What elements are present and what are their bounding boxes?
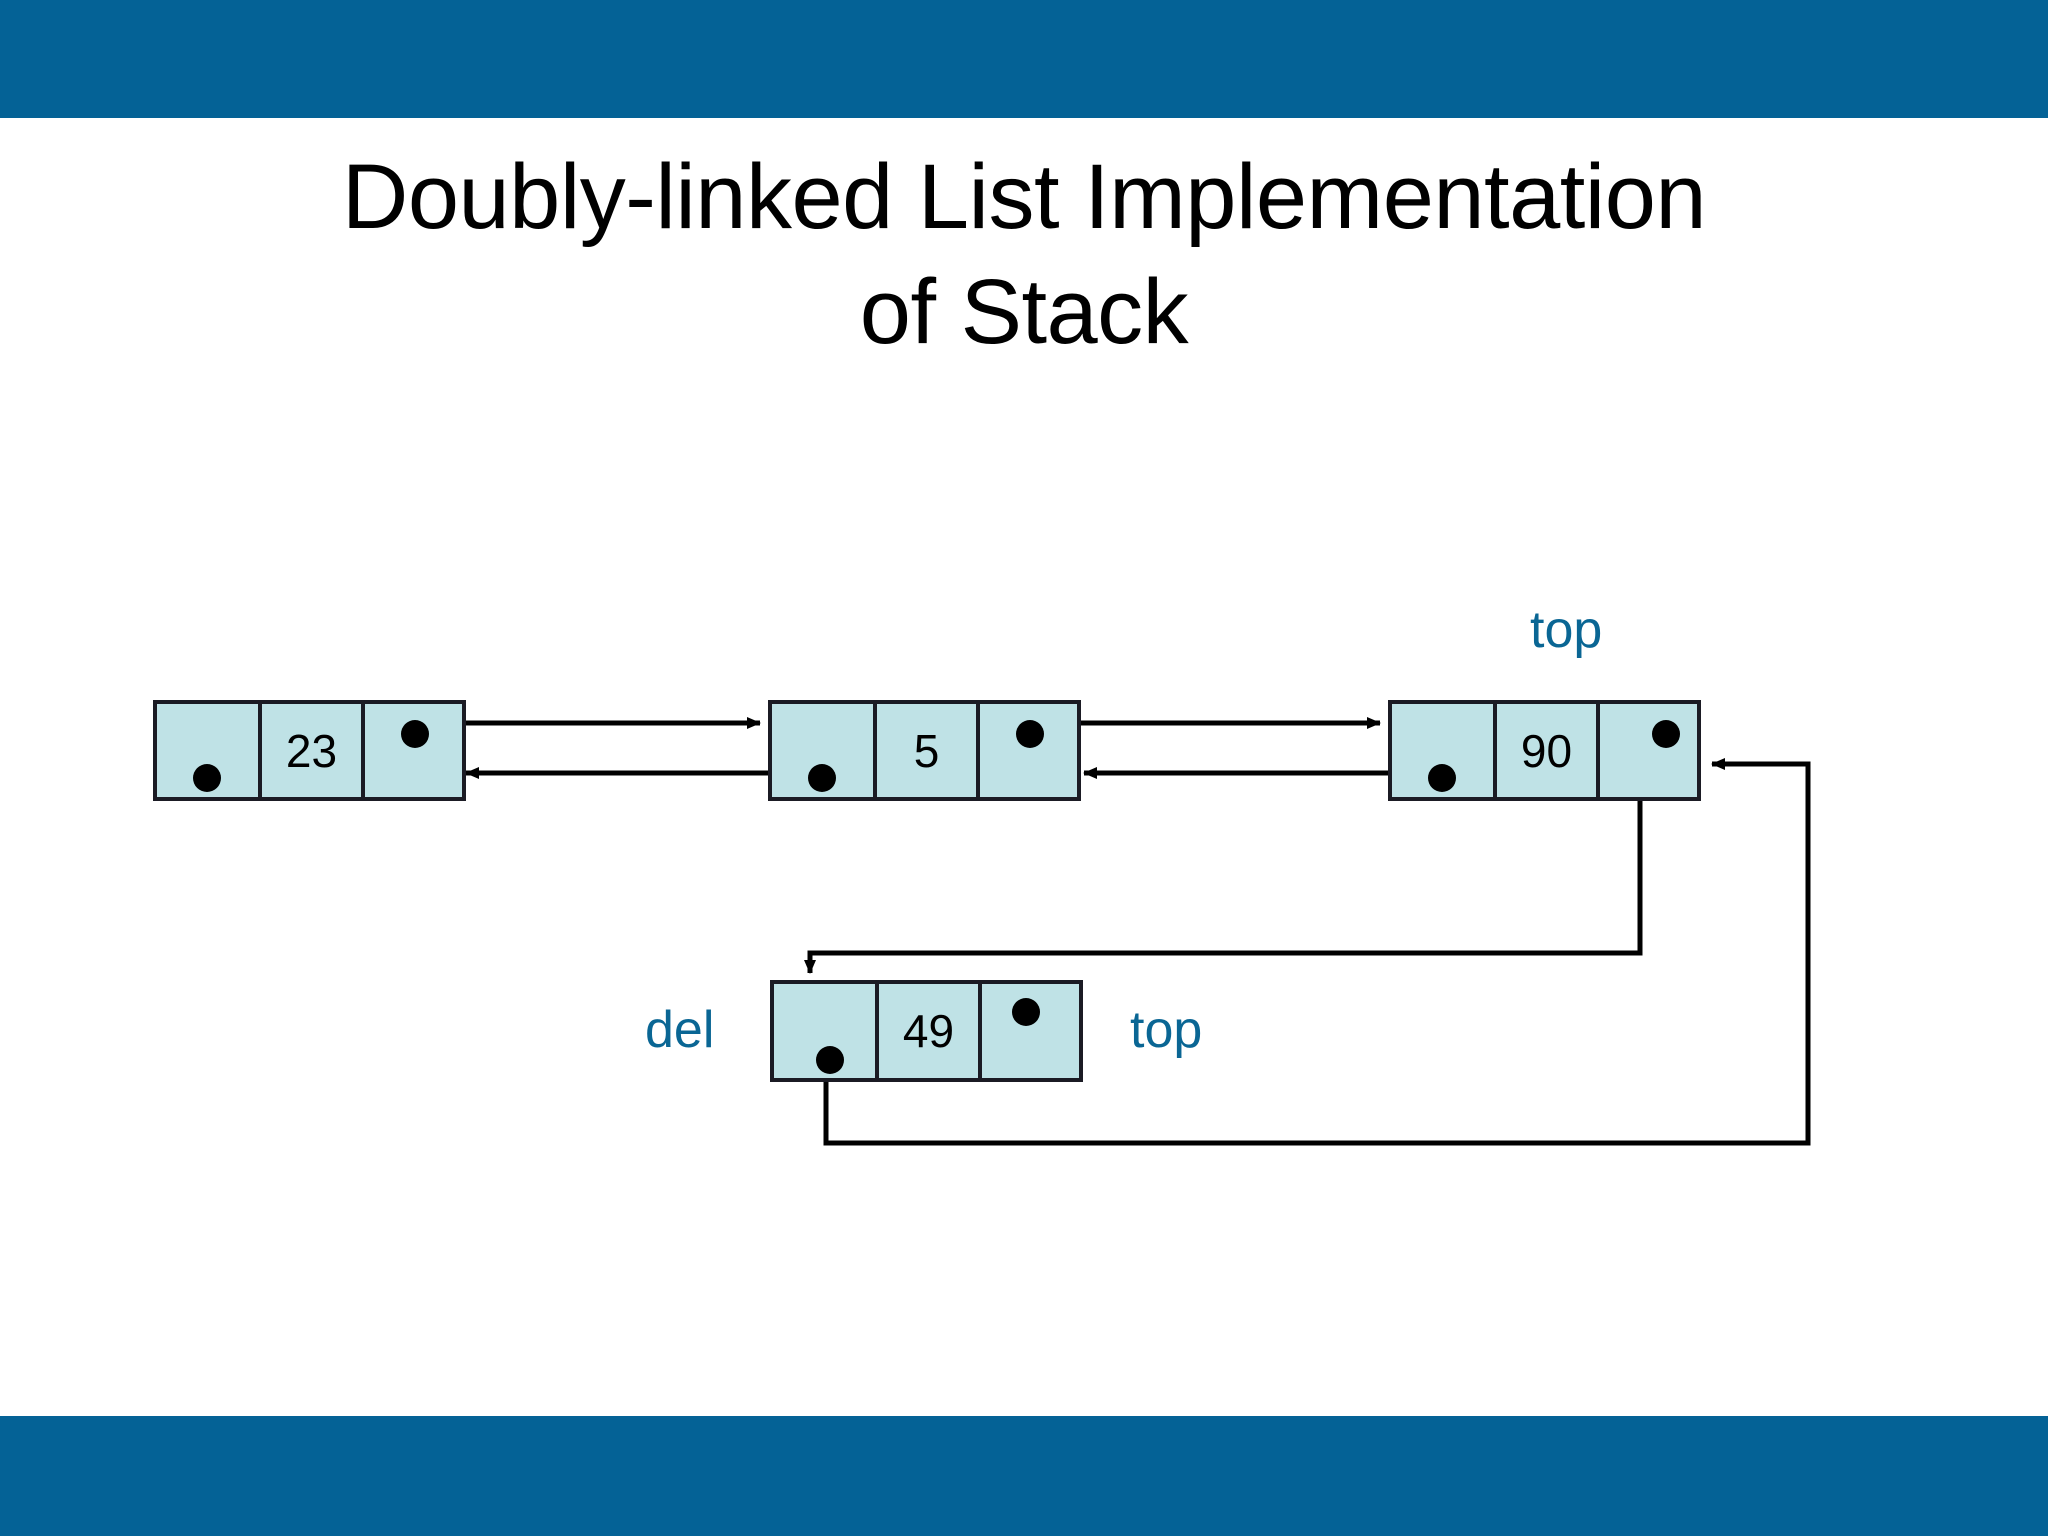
pointer-dot-icon	[193, 764, 221, 792]
list-node-90[interactable]: 90	[1388, 700, 1701, 801]
label-top-node90: top	[1530, 601, 1603, 659]
pointer-dot-icon	[808, 764, 836, 792]
pointer-dot-icon	[1016, 720, 1044, 748]
node-49-value-cell: 49	[875, 984, 978, 1078]
page-title: Doubly-linked List Implementation of Sta…	[120, 140, 1928, 370]
pointer-dot-icon	[1012, 998, 1040, 1026]
page-title-line-1: Doubly-linked List Implementation	[341, 146, 1707, 248]
node-5-value-cell: 5	[873, 704, 976, 797]
arrow-node90-next-to-node49	[804, 737, 1643, 974]
node-90-value-cell: 90	[1493, 704, 1596, 797]
list-node-5[interactable]: 5	[768, 700, 1081, 801]
arrow-node49-prev-to-node90	[823, 758, 1811, 1146]
list-node-49[interactable]: 49	[770, 980, 1083, 1082]
node-23-value-cell: 23	[258, 704, 361, 797]
pointer-dot-icon	[816, 1046, 844, 1074]
page-title-line-2: of Stack	[859, 261, 1189, 363]
node-23-prev-pointer-cell[interactable]	[157, 704, 258, 797]
node-5-next-pointer-cell[interactable]	[976, 704, 1077, 797]
node-90-next-pointer-cell[interactable]	[1596, 704, 1697, 797]
node-49-next-pointer-cell[interactable]	[978, 984, 1079, 1078]
node-90-prev-pointer-cell[interactable]	[1392, 704, 1493, 797]
footer-band	[0, 1416, 2048, 1536]
pointer-dot-icon	[1652, 720, 1680, 748]
node-49-prev-pointer-cell[interactable]	[774, 984, 875, 1078]
list-node-23[interactable]: 23	[153, 700, 466, 801]
node-23-next-pointer-cell[interactable]	[361, 704, 462, 797]
label-del-node49: del	[645, 1001, 715, 1059]
pointer-dot-icon	[401, 720, 429, 748]
header-band	[0, 0, 2048, 118]
label-top-node49: top	[1130, 1001, 1203, 1059]
pointer-dot-icon	[1428, 764, 1456, 792]
node-5-prev-pointer-cell[interactable]	[772, 704, 873, 797]
